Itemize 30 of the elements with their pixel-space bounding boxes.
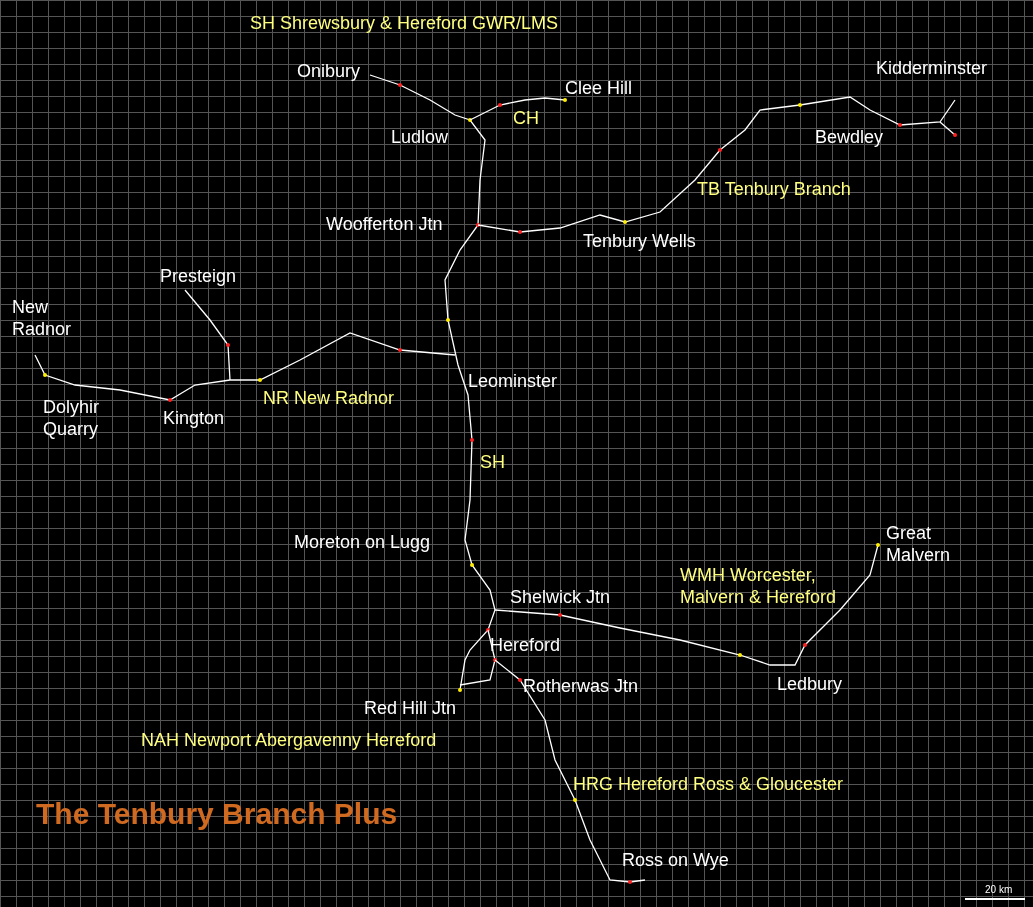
station-name: Red Hill Jtn	[364, 697, 457, 719]
station-name: Moreton on Lugg	[294, 531, 431, 553]
station-name: New Radnor	[12, 296, 73, 340]
station-name: Dolyhir Quarry	[43, 396, 100, 440]
line-name: SH	[480, 451, 505, 473]
station-name: Hereford	[490, 634, 561, 656]
line-name: NAH Newport Abergavenny Hereford	[141, 729, 437, 751]
line-name: CH	[513, 107, 539, 129]
station-name: Presteign	[160, 265, 237, 287]
line-name: NR New Radnor	[263, 387, 395, 409]
station-name: Woofferton Jtn	[326, 213, 443, 235]
line-name: WMH Worcester, Malvern & Hereford	[680, 564, 838, 608]
station-name: Ross on Wye	[622, 849, 729, 871]
line-name: SH Shrewsbury & Hereford GWR/LMS	[250, 12, 559, 34]
map-title: The Tenbury Branch Plus	[36, 797, 398, 831]
line-name: TB Tenbury Branch	[697, 178, 851, 200]
scale-label: 20 km	[985, 884, 1013, 896]
station-name: Bewdley	[815, 126, 884, 148]
station-name: Onibury	[297, 60, 361, 82]
station-name: Ludlow	[391, 126, 449, 148]
station-name: Ledbury	[777, 673, 843, 695]
station-name: Shelwick Jtn	[510, 586, 611, 608]
station-name: Kidderminster	[876, 57, 988, 79]
station-name: Leominster	[468, 370, 558, 392]
station-name: Kington	[163, 407, 225, 429]
line-name: HRG Hereford Ross & Gloucester	[573, 773, 844, 795]
station-name: Tenbury Wells	[583, 230, 696, 252]
station-name: Rotherwas Jtn	[523, 675, 639, 697]
station-name: Clee Hill	[565, 77, 633, 99]
station-name: Great Malvern	[886, 522, 952, 566]
